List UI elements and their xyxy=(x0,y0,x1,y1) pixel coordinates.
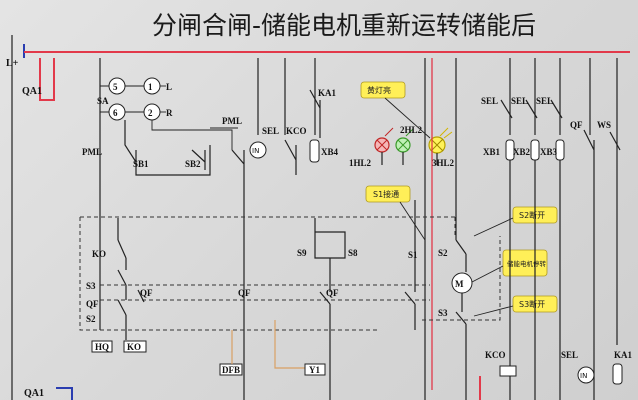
svg-text:XB3: XB3 xyxy=(540,147,558,157)
svg-text:1: 1 xyxy=(148,82,153,92)
bus-label: L+ xyxy=(6,58,19,69)
callout-yellow-lamp: 黄灯亮 xyxy=(367,85,391,95)
right-inputs: SEL SEL SEL QF WS XB1 XB2 XB3 xyxy=(481,96,621,400)
callout-motor-stop: 储能电机停转 xyxy=(507,259,547,268)
svg-text:XB2: XB2 xyxy=(513,147,531,157)
ko-coil xyxy=(123,340,147,353)
svg-text:2: 2 xyxy=(148,108,153,118)
diagram-title: 分闸合闸-储能电机重新运转储能后 xyxy=(152,11,536,40)
in-indicator xyxy=(577,366,595,384)
sel-bottom-label: SEL xyxy=(561,350,578,360)
callout-s1-box xyxy=(365,185,411,203)
svg-text:QF: QF xyxy=(570,120,583,130)
hq-label: HQ xyxy=(95,342,109,352)
svg-text:S2: S2 xyxy=(438,248,448,258)
svg-text:S3: S3 xyxy=(86,281,96,291)
feed-wires xyxy=(99,58,618,400)
svg-text:QF: QF xyxy=(238,288,251,298)
svg-text:XB1: XB1 xyxy=(483,147,501,157)
svg-text:2HL2: 2HL2 xyxy=(400,125,423,135)
svg-text:S2: S2 xyxy=(86,314,96,324)
y1-coil xyxy=(304,363,326,376)
callout-motor-box xyxy=(502,249,548,277)
sa-switch: 5 1 6 2 SA L R xyxy=(97,77,233,150)
kco-coil xyxy=(499,365,517,377)
dfb-coil xyxy=(219,363,243,376)
svg-text:SB2: SB2 xyxy=(185,159,201,169)
left-mechanism-contacts: KO S3 QF S2 QF xyxy=(86,218,153,340)
svg-text:S1: S1 xyxy=(408,250,418,260)
motor-section: S2 M S3 xyxy=(438,120,473,400)
hq-coil xyxy=(91,340,113,353)
svg-text:S8: S8 xyxy=(348,248,358,258)
callout-pointer xyxy=(473,217,514,237)
svg-text:QF: QF xyxy=(326,288,339,298)
svg-text:M: M xyxy=(455,279,464,289)
svg-text:5: 5 xyxy=(113,82,118,92)
svg-text:KA1: KA1 xyxy=(318,88,337,98)
svg-text:PML: PML xyxy=(222,116,242,126)
svg-text:KO: KO xyxy=(92,249,106,259)
ka1-bottom-label: KA1 xyxy=(614,350,633,360)
svg-text:KCO: KCO xyxy=(286,126,307,136)
protection-inputs: IN SEL KCO XB4 KA1 xyxy=(249,88,339,175)
svg-text:SEL: SEL xyxy=(511,96,528,106)
svg-text:SB1: SB1 xyxy=(133,159,149,169)
svg-text:QF: QF xyxy=(140,288,153,298)
svg-text:SEL: SEL xyxy=(262,126,279,136)
svg-text:SEL: SEL xyxy=(536,96,553,106)
ka1-contact xyxy=(612,363,623,385)
control-contacts-top: PML SB1 SB2 PML xyxy=(82,116,245,400)
callout-pointer xyxy=(399,201,426,241)
svg-text:SA: SA xyxy=(97,96,109,106)
svg-text:1HL2: 1HL2 xyxy=(349,158,372,168)
svg-text:L: L xyxy=(166,82,172,92)
mechanism-boundary xyxy=(79,216,456,331)
in-bottom-label: IN xyxy=(580,372,587,380)
svg-text:6: 6 xyxy=(113,108,118,118)
breaker-label: QA1 xyxy=(22,86,42,97)
y1-label: Y1 xyxy=(309,365,320,375)
callout-s1-close: S1接通 xyxy=(373,189,399,199)
kco-bottom-label: KCO xyxy=(485,350,506,360)
svg-text:S9: S9 xyxy=(297,248,307,258)
callout-pointer xyxy=(473,305,514,317)
auxiliary-wire xyxy=(231,320,305,369)
qa1-bottom-wire xyxy=(56,387,73,400)
svg-text:PML: PML xyxy=(82,147,102,157)
qa1-bottom-label: QA1 xyxy=(24,388,44,399)
svg-text:WS: WS xyxy=(597,120,611,130)
callout-pointer xyxy=(471,265,504,283)
breaker-qa1 xyxy=(39,58,55,101)
indicator-lamps: 1HL2 2HL2 3HL2 xyxy=(349,125,455,168)
svg-text:S3: S3 xyxy=(438,308,448,318)
svg-text:3HL2: 3HL2 xyxy=(432,158,455,168)
callout-yellow-lamp-box xyxy=(360,81,406,99)
callout-s3-open: S3断开 xyxy=(519,299,545,309)
callout-pointer xyxy=(384,97,431,139)
ko-label: KO xyxy=(127,342,141,352)
dfb-label: DFB xyxy=(222,365,240,375)
svg-text:XB4: XB4 xyxy=(321,147,339,157)
svg-text:R: R xyxy=(166,108,173,118)
callout-s2-open: S2断开 xyxy=(519,210,545,220)
middle-contacts: QF S9 S8 QF S1 xyxy=(238,200,418,400)
svg-text:IN: IN xyxy=(252,147,259,155)
mechanism-linkage xyxy=(100,236,501,321)
svg-text:QF: QF xyxy=(86,299,99,309)
svg-text:SEL: SEL xyxy=(481,96,498,106)
